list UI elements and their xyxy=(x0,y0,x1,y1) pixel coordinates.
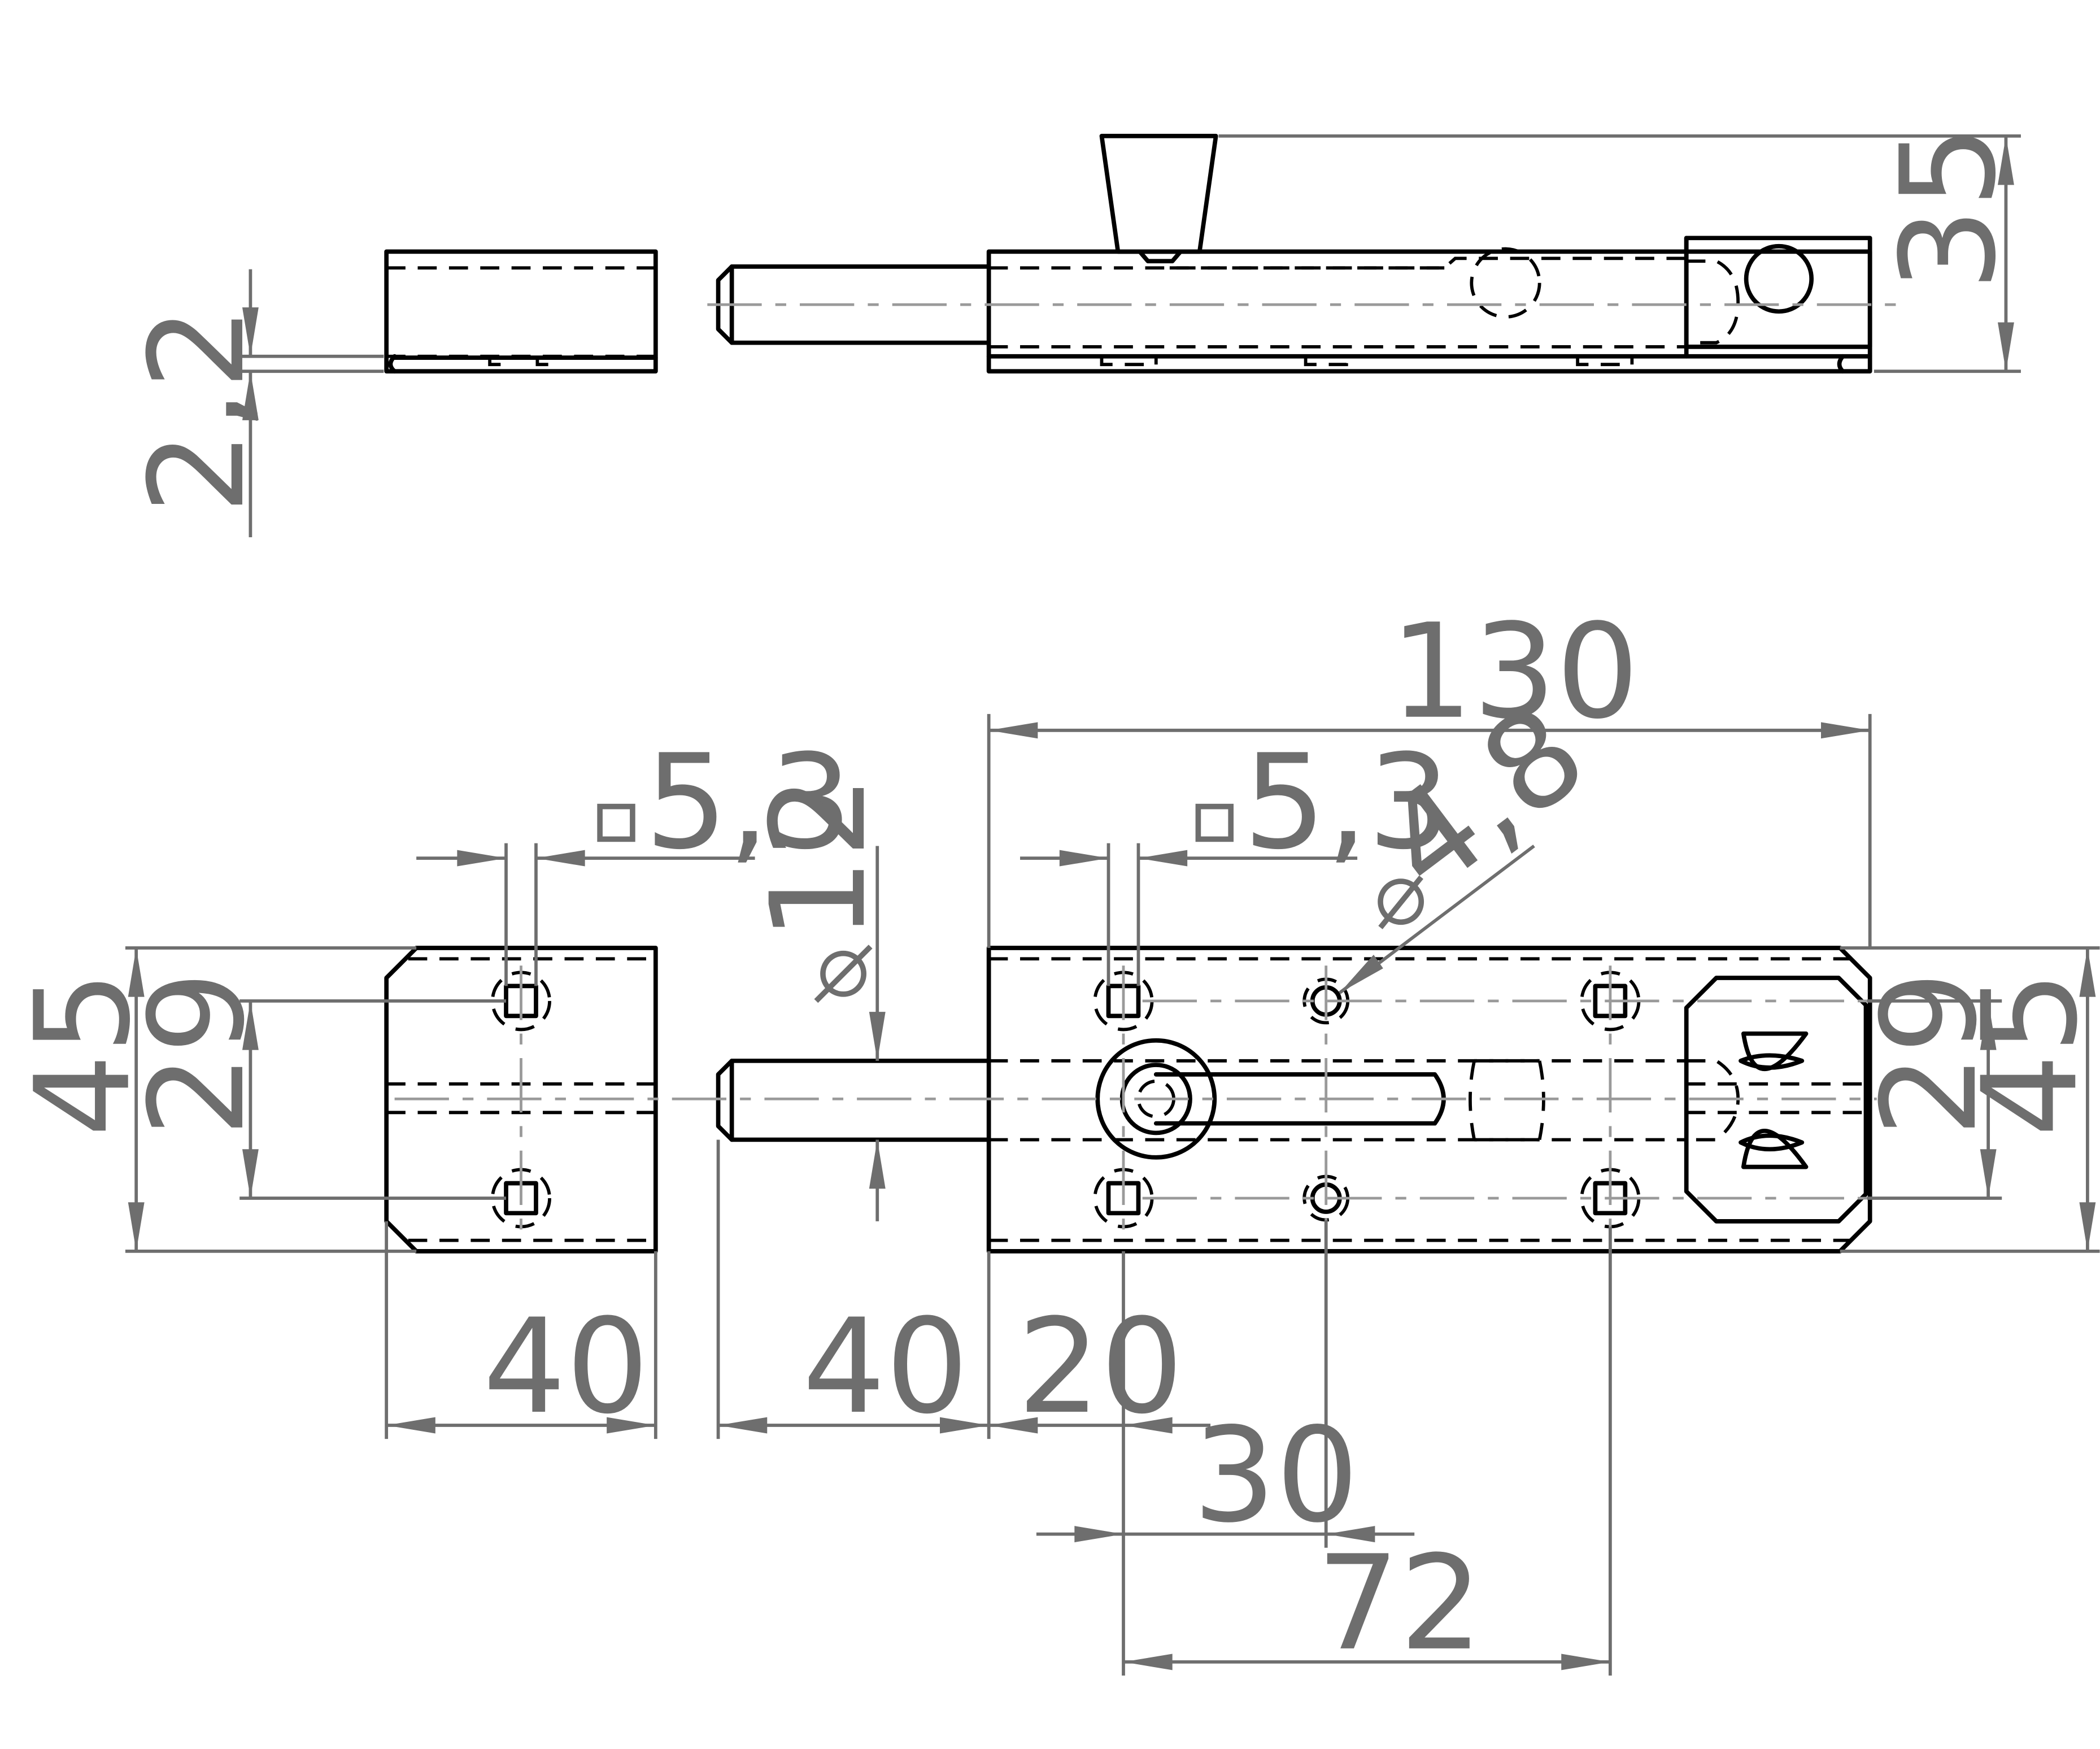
bolt-hole-pitch-dimension: 29 xyxy=(1853,971,2006,1200)
bolt-plate-side-view xyxy=(986,133,1872,374)
height-35-label: 35 xyxy=(1872,125,2025,291)
thickness-label: 2,2 xyxy=(121,306,273,514)
bolt-diameter-label: 12 xyxy=(742,775,895,941)
keeper-hole-pitch-label: 29 xyxy=(121,971,273,1137)
thickness-dimension: 2,2 xyxy=(121,269,384,537)
plan-view: 130 5,3 5,3 xyxy=(7,595,2100,1680)
keeper-width-label: 40 xyxy=(483,1290,649,1443)
keeper-height-dimension: 45 xyxy=(7,946,417,1253)
keeper-width-dimension: 40 xyxy=(385,1221,657,1443)
bolt-square-hole-label: 5,3 xyxy=(1243,726,1451,878)
bolt-plate-height-label: 45 xyxy=(1954,971,2100,1137)
keeper-hole-pitch-dimension: 29 xyxy=(121,971,507,1200)
height-dimension-35: 35 xyxy=(1218,125,2025,373)
bolt-plate-height-dimension: 45 xyxy=(1840,946,2100,1253)
length-dimension-130: 130 xyxy=(987,595,1872,949)
bolt-pin xyxy=(716,1058,991,1142)
bolt-diameter-dimension: 12 xyxy=(742,775,895,1221)
keeper-square-hole-dimension: 5,3 xyxy=(416,726,852,986)
side-view: 2,2 35 xyxy=(121,125,2025,537)
plan-centerlines xyxy=(394,965,1877,1231)
bolt-hole-pitch-label: 29 xyxy=(1853,971,2006,1137)
first-hole-offset-dimension: 20 xyxy=(988,1251,1211,1676)
bolt-projection-dimension: 40 xyxy=(716,1139,991,1443)
first-hole-offset-label: 20 xyxy=(1017,1290,1183,1443)
bolt-square-hole-dimension: 5,3 xyxy=(1020,726,1450,986)
keeper-side-view xyxy=(384,249,658,374)
round-hole-offset-label: 30 xyxy=(1193,1399,1359,1552)
keeper-height-label: 45 xyxy=(7,971,159,1137)
bolt-projection-label: 40 xyxy=(803,1290,969,1443)
round-hole-offset-dimension: 30 xyxy=(1036,1220,1415,1552)
outer-hole-pitch-dimension: 72 xyxy=(1123,1226,1612,1680)
outer-hole-pitch-label: 72 xyxy=(1317,1527,1483,1680)
keeper-square-hole-label: 5,3 xyxy=(645,726,853,878)
length-130-label: 130 xyxy=(1390,595,1639,748)
